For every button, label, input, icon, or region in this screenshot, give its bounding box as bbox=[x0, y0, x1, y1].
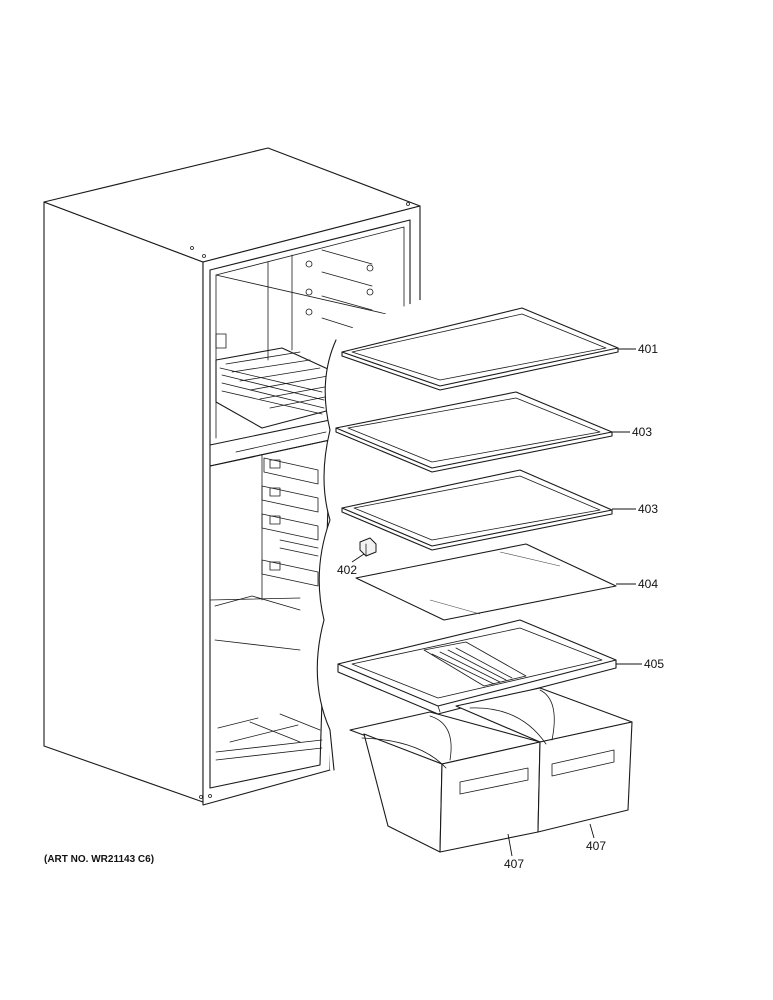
callout-403-label: 403 bbox=[632, 425, 652, 439]
callout-407-label: 407 bbox=[504, 857, 524, 871]
part-403-shelf-middle bbox=[341, 469, 613, 551]
callout-407-left: 407 bbox=[504, 833, 524, 871]
callout-405-label: 405 bbox=[644, 657, 664, 671]
callout-401: 401 bbox=[618, 342, 658, 356]
part-407-drawer-left bbox=[349, 711, 541, 853]
part-407-drawer-right bbox=[455, 687, 633, 833]
shelf-supports bbox=[261, 457, 319, 587]
callout-404-label: 404 bbox=[638, 577, 658, 591]
callout-404: 404 bbox=[616, 577, 658, 591]
part-403-shelf-upper bbox=[335, 391, 613, 473]
art-number: (ART NO. WR21143 C6) bbox=[44, 854, 154, 865]
callout-405: 405 bbox=[616, 657, 664, 671]
part-404-glass-panel bbox=[355, 543, 617, 621]
callout-403-upper: 403 bbox=[612, 425, 652, 439]
callout-402-label: 402 bbox=[337, 563, 357, 577]
part-401-shelf bbox=[341, 307, 619, 391]
callout-407-right: 407 bbox=[586, 823, 606, 853]
callout-401-label: 401 bbox=[638, 342, 658, 356]
callout-407-label: 407 bbox=[586, 839, 606, 853]
callout-403-middle: 403 bbox=[612, 502, 658, 516]
part-402-clip bbox=[359, 537, 377, 557]
callout-402: 402 bbox=[337, 553, 365, 577]
callout-403-label: 403 bbox=[638, 502, 658, 516]
part-405-crisper-cover bbox=[337, 619, 617, 715]
